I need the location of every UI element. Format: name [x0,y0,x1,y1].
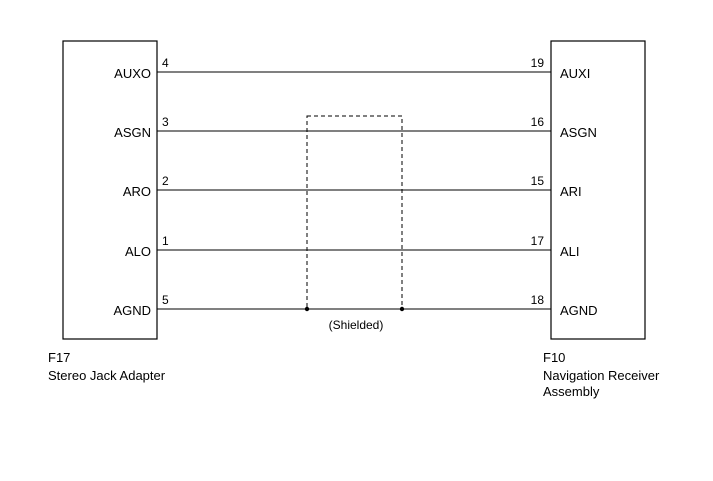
right-signal-label: ALI [560,244,580,259]
right-signal-label: ASGN [560,125,597,140]
left-signal-label: ALO [125,244,151,259]
right-signal-label: AGND [560,303,598,318]
right-pin-number: 18 [531,293,545,307]
left-pin-number: 3 [162,115,169,129]
right-pin-number: 16 [531,115,545,129]
left-pin-number: 4 [162,56,169,70]
left-signal-label: AUXO [114,66,151,81]
right-component-name-line-1: Navigation Receiver [543,368,660,383]
left-component-id: F17 [48,350,70,365]
left-signal-label: AGND [113,303,151,318]
left-component-name-line-1: Stereo Jack Adapter [48,368,166,383]
right-pin-number: 17 [531,234,545,248]
wire-row-4: AGND 5 18 AGND [113,293,597,318]
left-pin-number: 5 [162,293,169,307]
left-pin-number: 1 [162,234,169,248]
shield-label: (Shielded) [329,318,384,332]
right-pin-number: 19 [531,56,545,70]
right-component-name-line-2: Assembly [543,384,600,399]
left-signal-label: ASGN [114,125,151,140]
right-component-id: F10 [543,350,565,365]
shield-enclosure [306,115,403,310]
left-pin-number: 2 [162,174,169,188]
right-signal-label: AUXI [560,66,590,81]
wire-row-1: ASGN 3 16 ASGN [114,115,597,140]
right-pin-number: 15 [531,174,545,188]
right-signal-label: ARI [560,184,582,199]
wire-row-2: ARO 2 15 ARI [123,174,582,199]
wire-row-3: ALO 1 17 ALI [125,234,580,259]
left-signal-label: ARO [123,184,151,199]
wire-row-0: AUXO 4 19 AUXI [114,56,590,81]
